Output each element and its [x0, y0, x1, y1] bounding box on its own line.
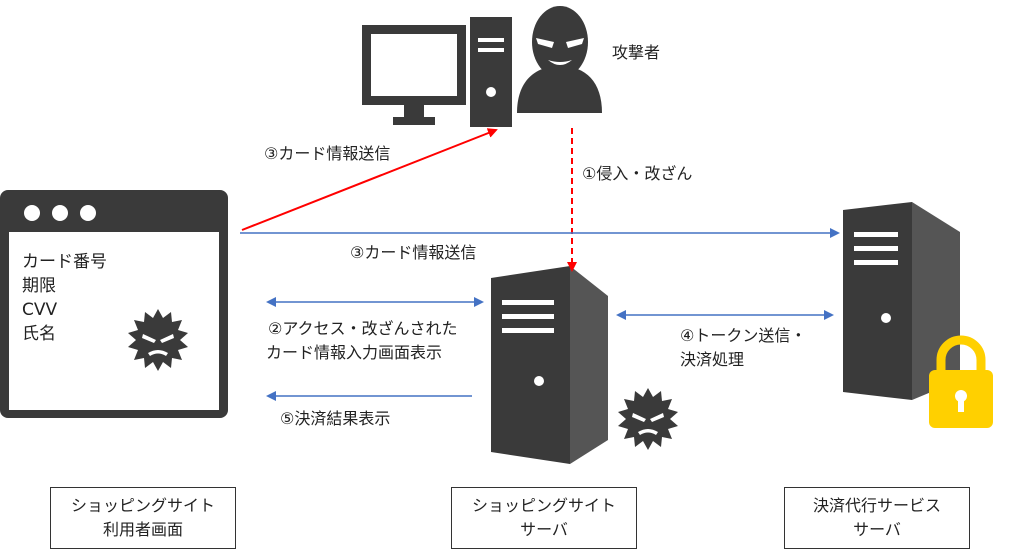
card-send-attacker-arrow	[241, 128, 498, 231]
user-screen-line2: 利用者画面	[102, 520, 183, 539]
result-label: ⑤決済結果表示	[280, 409, 391, 428]
card-send-attacker-label: ③カード情報送信	[264, 144, 391, 163]
attacker-icon	[517, 6, 602, 113]
intrusion-label: ①侵入・改ざん	[582, 164, 693, 183]
field-cvv: CVV	[22, 300, 58, 320]
lock-icon	[929, 335, 993, 428]
payment-server-icon	[843, 202, 960, 400]
access-label-line1: ②アクセス・改ざんされた	[268, 319, 458, 338]
payment-server-line2: サーバ	[853, 520, 901, 539]
pc-tower-icon	[470, 17, 512, 127]
field-expiry: 期限	[22, 276, 56, 296]
user-screen-box: ショッピングサイト 利用者画面	[50, 487, 236, 549]
token-label-line2: 決済処理	[680, 350, 745, 369]
card-form-fields: カード番号 期限 CVV 氏名	[22, 250, 107, 346]
attacker-label: 攻撃者	[612, 43, 661, 62]
shop-server-line2: サーバ	[520, 520, 568, 539]
access-label-line2: カード情報入力画面表示	[266, 343, 443, 362]
field-name: 氏名	[22, 324, 56, 344]
shop-server-icon	[491, 266, 608, 464]
payment-server-box: 決済代行サービス サーバ	[784, 487, 970, 549]
card-send-payment-label: ③カード情報送信	[350, 243, 477, 262]
shop-server-box: ショッピングサイト サーバ	[451, 487, 637, 549]
payment-server-line1: 決済代行サービス	[812, 496, 941, 515]
monitor-icon	[362, 25, 466, 125]
malware-icon	[128, 309, 188, 371]
field-card-number: カード番号	[22, 252, 107, 272]
token-label-line1: ④トークン送信・	[680, 326, 807, 345]
server-malware-icon	[618, 388, 678, 450]
shop-server-line1: ショッピングサイト	[471, 496, 616, 515]
user-screen-line1: ショッピングサイト	[70, 496, 215, 515]
